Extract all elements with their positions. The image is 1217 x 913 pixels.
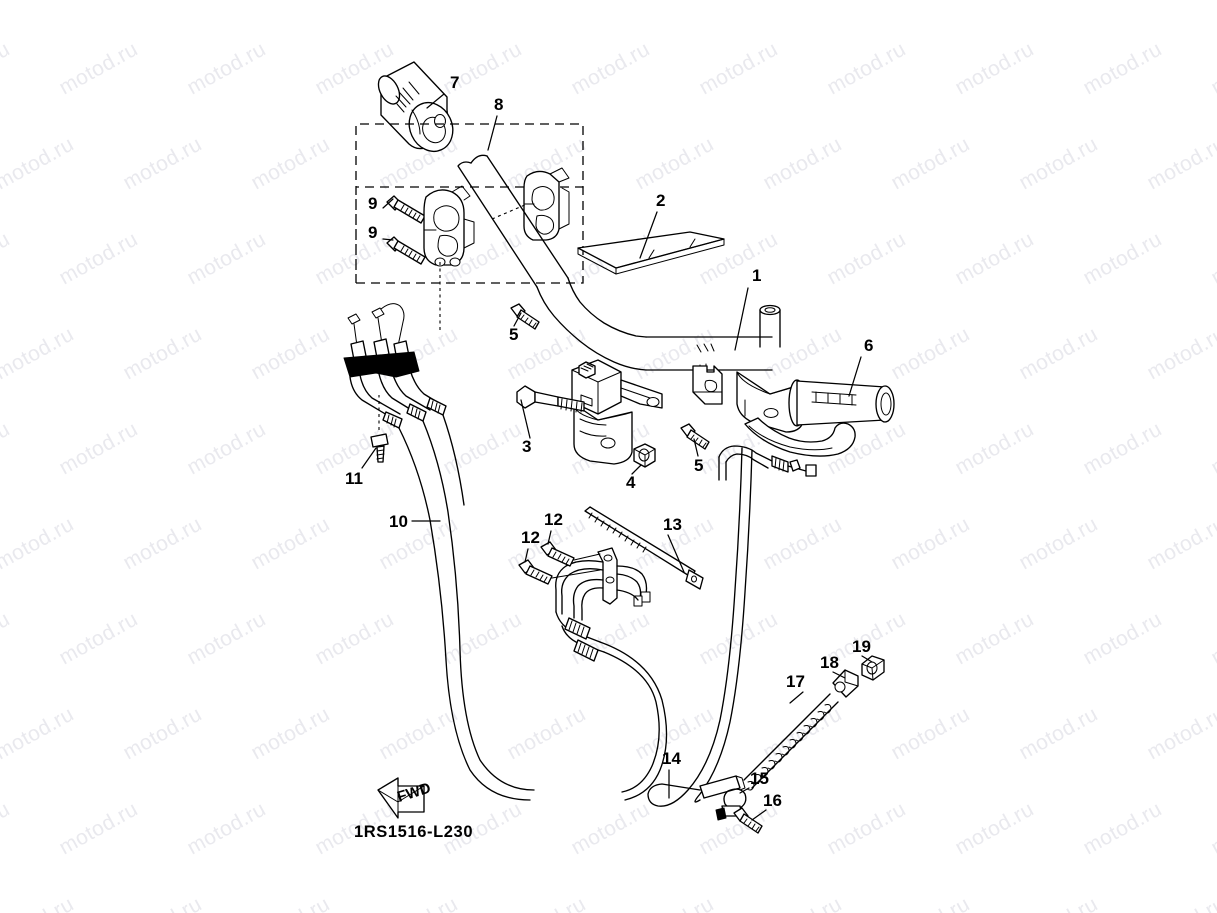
part-12-screw-upper: 12 <box>540 510 601 567</box>
callout-16: 16 <box>763 791 782 810</box>
handlebar-holder-right <box>491 167 570 241</box>
callout-9-lower: 9 <box>368 223 377 242</box>
wire-harness-connectors <box>343 303 535 801</box>
part-6-grip: 6 <box>788 336 895 427</box>
part-4-nut: 4 <box>626 443 656 492</box>
part-14-throttle-cable: 14 <box>647 447 753 807</box>
part-13-cable-tie: 13 <box>584 506 704 590</box>
part-12-screw-lower: 12 <box>518 528 601 585</box>
part-10-lead: 10 <box>389 512 441 531</box>
part-18-adjuster: 18 <box>820 653 859 698</box>
handlebar-holder-left <box>423 185 475 330</box>
part-8-kit-boundary: 8 <box>355 95 584 284</box>
right-lever-perch <box>736 371 856 457</box>
callout-18: 18 <box>820 653 839 672</box>
callout-17: 17 <box>786 672 805 691</box>
part-11-screw: 11 <box>345 395 389 488</box>
bolt-upper <box>386 195 426 224</box>
part-16-screw: 16 <box>733 791 782 834</box>
callout-15: 15 <box>750 769 769 788</box>
callout-19: 19 <box>852 637 871 656</box>
callout-14: 14 <box>662 749 681 768</box>
fwd-marker: FWD <box>377 777 433 819</box>
part-code-label: 1RS1516-L230 <box>354 823 473 841</box>
part-17-spring-sheath: 17 <box>743 672 839 791</box>
part-3-bolt: 3 <box>516 385 585 456</box>
callout-13: 13 <box>663 515 682 534</box>
callout-12-upper: 12 <box>544 510 563 529</box>
callout-5-lower: 5 <box>694 456 703 475</box>
left-switch-housing <box>571 359 663 465</box>
callout-6: 6 <box>864 336 873 355</box>
callout-8: 8 <box>494 95 503 114</box>
part-5-screw-upper: 5 <box>509 303 540 344</box>
handlebar-bracket-plate <box>692 365 723 405</box>
callout-3: 3 <box>522 437 531 456</box>
callout-4: 4 <box>626 473 636 492</box>
callout-9-upper: 9 <box>368 194 377 213</box>
harness-bracket <box>555 547 668 801</box>
part-throttle-grip-assembly: 7 <box>377 61 459 153</box>
callout-12-lower: 12 <box>521 528 540 547</box>
part-2-handlebar-pad: 2 <box>577 191 725 275</box>
part-9-bolts: 9 9 <box>368 194 426 265</box>
part-1-handlebar: 1 <box>457 154 781 373</box>
callout-11: 11 <box>345 469 363 488</box>
part-15-clip: 15 <box>715 769 769 821</box>
callout-10: 10 <box>389 512 408 531</box>
callout-1: 1 <box>752 266 761 285</box>
callout-5-upper: 5 <box>509 325 518 344</box>
callout-7: 7 <box>450 73 459 92</box>
callout-2: 2 <box>656 191 665 210</box>
bolt-lower <box>386 236 426 265</box>
part-5-screw-lower: 5 <box>680 423 710 475</box>
part-19-locknut: 19 <box>852 637 885 681</box>
